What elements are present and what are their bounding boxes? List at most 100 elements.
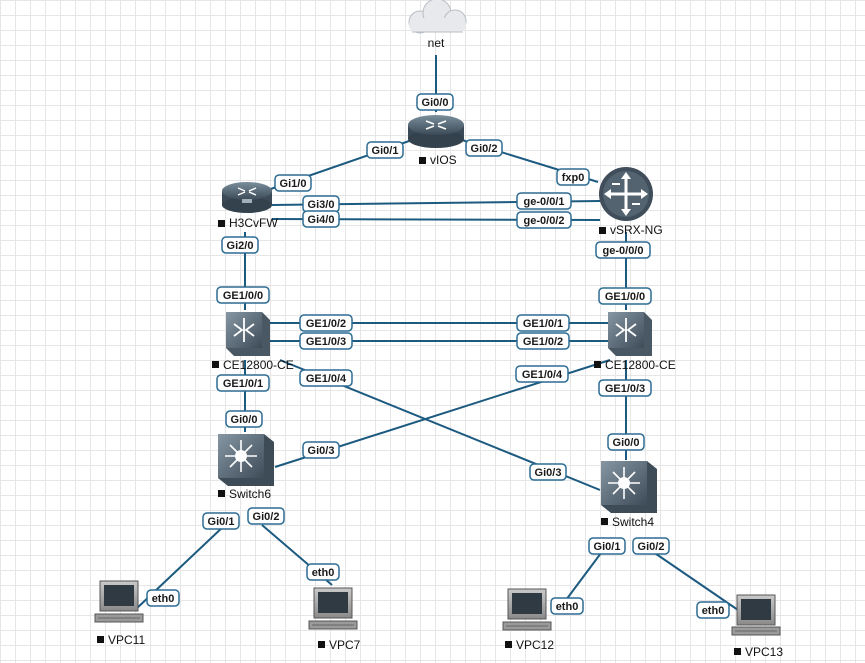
port-label-box xyxy=(516,211,572,229)
port-label[interactable]: fxp0 xyxy=(556,168,590,186)
port-label[interactable]: Gi0/2 xyxy=(465,139,503,157)
port-label-text: Gi0/1 xyxy=(594,541,621,553)
port-label-text: GE1/0/2 xyxy=(523,336,563,348)
port-label-text: GE1/0/2 xyxy=(306,318,346,330)
link-switch4-vpc13[interactable] xyxy=(642,544,739,611)
node-name-switch6: Switch6 xyxy=(229,487,271,501)
node-name-vpc12: VPC12 xyxy=(516,638,554,652)
port-label-box xyxy=(598,287,652,305)
port-label[interactable]: eth0 xyxy=(146,589,180,607)
port-label[interactable]: eth0 xyxy=(696,601,730,619)
port-label-text: Gi2/0 xyxy=(227,240,254,252)
node-vpc13[interactable]: VPC13 xyxy=(731,594,783,659)
port-label-box xyxy=(221,236,259,254)
port-label[interactable]: Gi4/0 xyxy=(302,210,340,228)
port-label[interactable]: GE1/0/4 xyxy=(299,369,353,387)
node-vpc7[interactable]: VPC7 xyxy=(308,587,361,652)
port-label[interactable]: Gi0/3 xyxy=(302,441,340,459)
port-label-box xyxy=(302,441,340,459)
port-label-box xyxy=(247,507,285,525)
port-label[interactable]: Gi0/3 xyxy=(529,463,567,481)
port-label-text: fxp0 xyxy=(562,172,585,184)
port-label[interactable]: Gi0/2 xyxy=(632,537,670,555)
port-label-box xyxy=(146,589,180,607)
port-label[interactable]: Gi0/0 xyxy=(416,93,454,111)
port-label[interactable]: eth0 xyxy=(306,563,340,581)
port-label-box xyxy=(696,601,730,619)
port-label-box xyxy=(588,537,626,555)
node-name-net: net xyxy=(428,36,445,50)
port-label-box xyxy=(516,314,570,332)
port-label-box xyxy=(216,374,270,392)
port-label[interactable]: GE1/0/3 xyxy=(598,379,652,397)
port-label[interactable]: Gi3/0 xyxy=(302,195,340,213)
node-switch6[interactable]: Switch6 xyxy=(218,434,274,501)
port-label-box xyxy=(529,463,567,481)
port-label-text: GE1/0/1 xyxy=(523,318,563,330)
node-vios[interactable]: vIOS xyxy=(408,115,464,167)
port-label[interactable]: GE1/0/2 xyxy=(516,332,570,350)
node-name-ce-left: CE12800-CE xyxy=(223,358,294,372)
port-label[interactable]: ge-0/0/2 xyxy=(516,211,572,229)
port-label[interactable]: GE1/0/0 xyxy=(598,287,652,305)
port-label-text: GE1/0/3 xyxy=(605,383,645,395)
node-ce-left[interactable]: CE12800-CE xyxy=(212,312,294,372)
multilayer-switch-icon xyxy=(218,434,274,486)
port-label[interactable]: eth0 xyxy=(550,597,584,615)
port-label[interactable]: ge-0/0/0 xyxy=(595,241,651,259)
l3-switch-icon xyxy=(226,312,270,356)
l3-switch-icon xyxy=(608,312,652,356)
port-label-text: eth0 xyxy=(152,593,175,605)
port-label-box xyxy=(302,210,340,228)
port-label-text: GE1/0/3 xyxy=(306,336,346,348)
pc-icon xyxy=(502,588,552,631)
port-label-text: ge-0/0/2 xyxy=(524,215,565,227)
port-label-text: Gi0/2 xyxy=(638,541,665,553)
port-label[interactable]: GE1/0/4 xyxy=(515,365,569,383)
port-label[interactable]: Gi0/1 xyxy=(588,537,626,555)
node-switch4[interactable]: Switch4 xyxy=(601,461,657,529)
port-label-box xyxy=(516,192,572,210)
node-net[interactable]: net xyxy=(408,0,467,50)
port-label-text: Gi0/1 xyxy=(208,516,235,528)
node-name-vsrx: vSRX-NG xyxy=(610,223,663,237)
port-label-text: Gi0/2 xyxy=(471,143,498,155)
port-label[interactable]: Gi2/0 xyxy=(221,236,259,254)
port-label[interactable]: GE1/0/3 xyxy=(299,332,353,350)
port-label[interactable]: Gi1/0 xyxy=(274,174,312,192)
port-label[interactable]: GE1/0/1 xyxy=(516,314,570,332)
node-h3cvfw[interactable]: H3CvFW xyxy=(218,182,278,230)
node-name-vpc13: VPC13 xyxy=(745,645,783,659)
node-name-vpc7: VPC7 xyxy=(329,638,361,652)
port-label-box xyxy=(202,512,240,530)
port-label[interactable]: Gi0/2 xyxy=(247,507,285,525)
port-label[interactable]: Gi0/1 xyxy=(366,141,404,159)
port-label[interactable]: GE1/0/2 xyxy=(299,314,353,332)
port-label[interactable]: Gi0/0 xyxy=(607,433,645,451)
port-label-text: Gi0/3 xyxy=(308,445,335,457)
port-label-box xyxy=(607,433,645,451)
node-vpc12[interactable]: VPC12 xyxy=(502,588,554,652)
port-label[interactable]: Gi0/1 xyxy=(202,512,240,530)
cloud-icon xyxy=(408,0,467,34)
port-label-text: Gi1/0 xyxy=(280,178,307,190)
node-ce-right[interactable]: CE12800-CE xyxy=(594,312,676,372)
node-vsrx[interactable]: vSRX-NG xyxy=(599,167,663,237)
port-label[interactable]: GE1/0/1 xyxy=(216,374,270,392)
port-label-box xyxy=(225,410,263,428)
port-label[interactable]: GE1/0/0 xyxy=(216,286,270,304)
port-label[interactable]: ge-0/0/1 xyxy=(516,192,572,210)
port-label-box xyxy=(632,537,670,555)
node-name-switch4: Switch4 xyxy=(612,515,654,529)
port-label-text: GE1/0/4 xyxy=(306,373,347,385)
port-label-box xyxy=(299,314,353,332)
port-label-box xyxy=(516,332,570,350)
node-name-vpc11: VPC11 xyxy=(108,633,145,647)
port-label-box xyxy=(306,563,340,581)
port-label-text: Gi3/0 xyxy=(308,199,335,211)
port-label-text: Gi0/3 xyxy=(535,467,562,479)
port-label[interactable]: Gi0/0 xyxy=(225,410,263,428)
node-name-ce-right: CE12800-CE xyxy=(605,358,676,372)
port-label-box xyxy=(299,369,353,387)
node-vpc11[interactable]: VPC11 xyxy=(94,580,145,647)
